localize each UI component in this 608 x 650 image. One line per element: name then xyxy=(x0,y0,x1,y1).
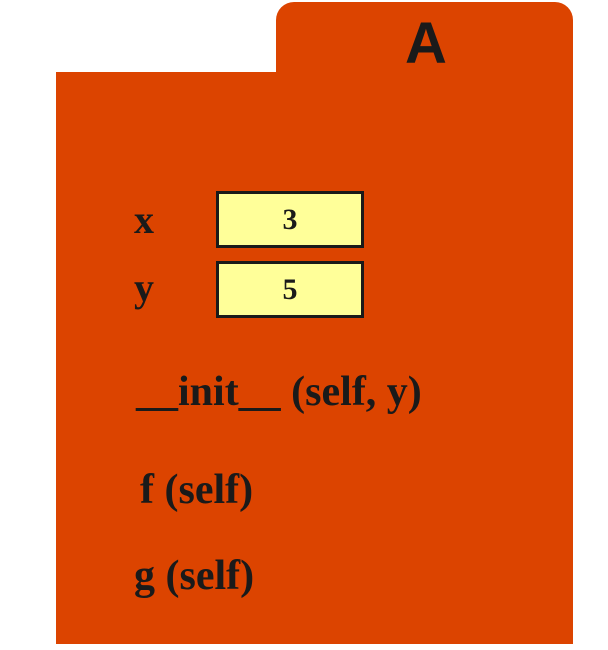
method-f: f (self) xyxy=(140,467,254,513)
folder-body xyxy=(56,72,573,644)
variable-label-y: y xyxy=(134,265,154,310)
variable-label-x: x xyxy=(134,197,154,242)
method-init: __init__ (self, y) xyxy=(136,369,422,415)
variable-value-y: 5 xyxy=(216,261,364,318)
class-name: A xyxy=(405,11,447,76)
variable-value-x: 3 xyxy=(216,191,364,248)
method-g: g (self) xyxy=(134,553,255,599)
